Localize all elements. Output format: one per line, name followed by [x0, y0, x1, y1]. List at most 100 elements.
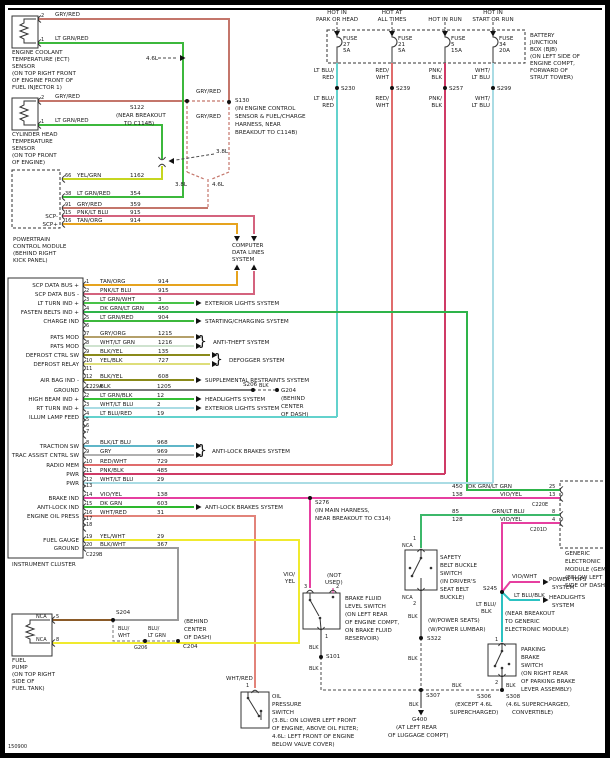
label: HEADLIGHTS: [549, 595, 586, 601]
wire: [319, 617, 322, 630]
wire: [38, 124, 163, 159]
label: (ON TOP RIGHT FRONT: [12, 71, 76, 77]
label: 135: [158, 349, 169, 355]
label: TAN/ORG: [76, 218, 103, 224]
arrow-icon: [389, 31, 395, 37]
label: 5: [451, 42, 455, 48]
label: LT BLU/BLK: [514, 593, 545, 599]
label: S307: [426, 693, 441, 699]
wire: [211, 171, 230, 180]
arrow-icon: [543, 597, 549, 603]
pin-bracket: [51, 639, 56, 647]
label: (ON LEFT REAR: [345, 612, 388, 618]
label: 34: [499, 42, 507, 48]
pin-bracket: [498, 673, 506, 678]
pin-bracket: [51, 616, 56, 624]
label: LT BLU/: [476, 602, 496, 608]
label: GRY/ORG: [100, 331, 126, 337]
label: BATTERY: [530, 33, 555, 39]
label: (ON RIGHT REAR: [521, 671, 568, 677]
label: 38: [65, 191, 71, 197]
label: 1: [86, 384, 89, 390]
splice-dot: [185, 99, 189, 103]
arrow-icon: [196, 452, 202, 458]
label: LT BLU/: [314, 68, 334, 74]
label: LT BLU: [472, 75, 490, 81]
pin-bracket: [158, 156, 166, 161]
splice-dot: [500, 590, 504, 594]
label: S230: [341, 86, 356, 92]
label: 2: [86, 288, 89, 294]
label: LEVEL SWITCH: [345, 604, 386, 610]
wire: [309, 599, 320, 617]
wire: [18, 18, 36, 44]
label: PNK/LT BLU: [77, 210, 108, 216]
label: 5: [56, 614, 59, 620]
pin-bracket: [82, 376, 87, 384]
wire: [501, 591, 540, 601]
label: (IN DRIVER'S: [440, 579, 476, 585]
label: HIGH BEAM IND +: [28, 397, 79, 403]
label: YEL/WHT: [99, 534, 126, 540]
label: DEFROST CTRL SW: [26, 353, 80, 359]
label: (ON TOP RIGHT: [12, 672, 56, 678]
label: G206: [134, 645, 147, 651]
label: (NEAR BREAKOUT: [116, 113, 166, 119]
label: (IN MAIN HARNESS,: [315, 508, 370, 514]
label: HOT IN: [327, 10, 347, 16]
label: 4.6L: [212, 182, 225, 188]
label: WHT: [376, 103, 390, 109]
pin-bracket: [82, 351, 87, 359]
label: BRAKE IND: [49, 496, 79, 502]
label: GRY/RED: [196, 114, 221, 120]
label: BLK: [409, 702, 419, 708]
label: POWER TOPS: [549, 577, 587, 583]
label: BLK: [452, 683, 462, 689]
label: GRN/LT BLU: [492, 509, 525, 515]
label: CONTROL MODULE: [13, 244, 67, 250]
label: 1216: [158, 340, 173, 346]
label: 2: [86, 393, 89, 399]
arrow-icon: [234, 236, 240, 242]
label: 450: [452, 484, 463, 490]
label: 12: [157, 393, 164, 399]
label: 4: [86, 411, 89, 417]
label: 904: [158, 315, 169, 321]
label: 14: [86, 492, 92, 498]
label: BLK: [259, 383, 269, 389]
pin-bracket: [82, 470, 87, 478]
label: YEL/GRN: [76, 173, 101, 179]
label: STARTING/CHARGING SYSTEM: [205, 319, 289, 325]
splice-dot: [319, 655, 323, 659]
label: COMPUTER: [232, 243, 264, 249]
cht-sensor-box: [11, 97, 39, 131]
label: S239: [396, 86, 411, 92]
label: 485: [157, 468, 168, 474]
splice-dot: [227, 100, 231, 104]
label: FUSE: [451, 36, 466, 42]
pin-bracket: [61, 193, 66, 201]
label: ENGINE COOLANT: [12, 50, 63, 56]
label: (BELOW LEFT: [565, 575, 603, 581]
label: SYSTEM: [232, 257, 254, 263]
label: FUSE: [499, 36, 514, 42]
label: CENTER: [184, 627, 207, 633]
label: C229B: [86, 552, 103, 558]
label: NCA: [402, 595, 413, 601]
label: SCP+: [42, 222, 58, 228]
label: (BEHIND: [184, 619, 208, 625]
pin-bracket: [82, 281, 87, 289]
label: 729: [157, 459, 168, 465]
label: HOT IN RUN: [428, 17, 462, 23]
wire: [52, 539, 300, 644]
label: S206: [243, 382, 258, 388]
label: START OR RUN: [472, 17, 513, 23]
label: BLK: [431, 103, 442, 109]
label: DEFROST RELAY: [33, 362, 79, 368]
arrow-icon: [234, 264, 240, 270]
arrow-icon: [196, 396, 202, 402]
label: TAN/ORG: [99, 279, 126, 285]
fuel-pump-box: [11, 613, 53, 657]
label: 17: [86, 516, 92, 522]
label: WHT: [118, 633, 131, 639]
